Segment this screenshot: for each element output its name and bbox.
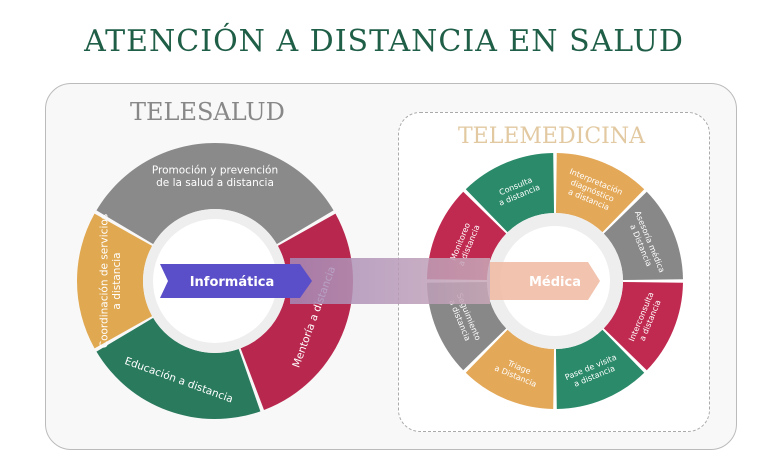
medica-label: Médica xyxy=(529,275,581,290)
telemedicina-segment xyxy=(427,281,507,371)
telemedicina-segment xyxy=(603,191,683,281)
segment-label-line: Coordinación de servicios xyxy=(98,214,110,349)
segment-label-line: Promoción y prevención xyxy=(152,164,278,176)
telesalud-title: TELESALUD xyxy=(130,98,285,126)
telemedicina-segment xyxy=(427,191,507,281)
informatica-label: Informática xyxy=(190,275,275,290)
telemedicina-segment xyxy=(603,281,683,371)
telemedicina-segment xyxy=(465,329,555,409)
telesalud-segment xyxy=(96,143,334,245)
telemedicina-segment xyxy=(555,153,645,233)
telemedicina-title: TELEMEDICINA xyxy=(458,124,645,149)
medica-arrow xyxy=(490,262,600,300)
informatica-arrow xyxy=(160,264,312,298)
connector-band xyxy=(290,258,490,304)
telemedicina-segment xyxy=(555,329,645,409)
segment-label-line: a distancia xyxy=(111,252,123,309)
telesalud-segment xyxy=(77,213,153,349)
telesalud-segment-label: Coordinación de serviciosa distancia xyxy=(98,214,123,349)
telesalud-segment xyxy=(96,317,261,420)
segment-label-line: de la salud a distancia xyxy=(156,177,274,189)
telemedicina-segment xyxy=(465,153,555,233)
page-title: ATENCIÓN A DISTANCIA EN SALUD xyxy=(84,24,684,59)
